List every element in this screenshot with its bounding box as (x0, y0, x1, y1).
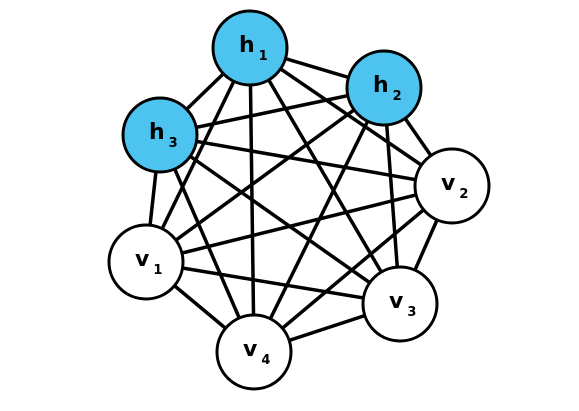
node-h3-letter: h (149, 120, 165, 145)
node-v3-letter: v (389, 289, 404, 314)
edge-h1-v3 (248, 46, 402, 306)
node-v1-index: 1 (153, 263, 162, 278)
node-v2-circle (413, 147, 491, 225)
edge-h3-v4 (158, 133, 256, 354)
node-v4-letter: v (243, 337, 258, 362)
node-v1-circle (107, 223, 185, 301)
node-v3-circle (361, 265, 439, 343)
node-h2-letter: h (373, 73, 389, 98)
edge-h2-v1 (144, 86, 386, 264)
node-h1-index: 1 (259, 49, 268, 64)
edge-v1-v3 (144, 260, 402, 306)
node-h2-index: 2 (393, 89, 402, 104)
node-v2-index: 2 (459, 187, 468, 202)
node-h2-circle (345, 49, 423, 127)
node-v1-letter: v (135, 247, 150, 272)
node-v4-circle (215, 313, 293, 391)
edge-h3-v3 (158, 133, 402, 306)
node-v3-index: 3 (407, 305, 416, 320)
node-h3-index: 3 (169, 136, 178, 151)
node-h3-circle (121, 96, 199, 174)
edge-v2-v4 (252, 184, 454, 354)
node-v2-letter: v (441, 171, 456, 196)
edge-v1-v2 (144, 184, 454, 264)
node-h1-circle (211, 9, 289, 87)
node-h1-letter: h (239, 33, 255, 58)
edge-h3-v2 (158, 133, 454, 188)
edge-h1-v1 (144, 46, 252, 264)
node-v4-index: 4 (261, 353, 270, 368)
edge-h1-v2 (248, 46, 454, 188)
